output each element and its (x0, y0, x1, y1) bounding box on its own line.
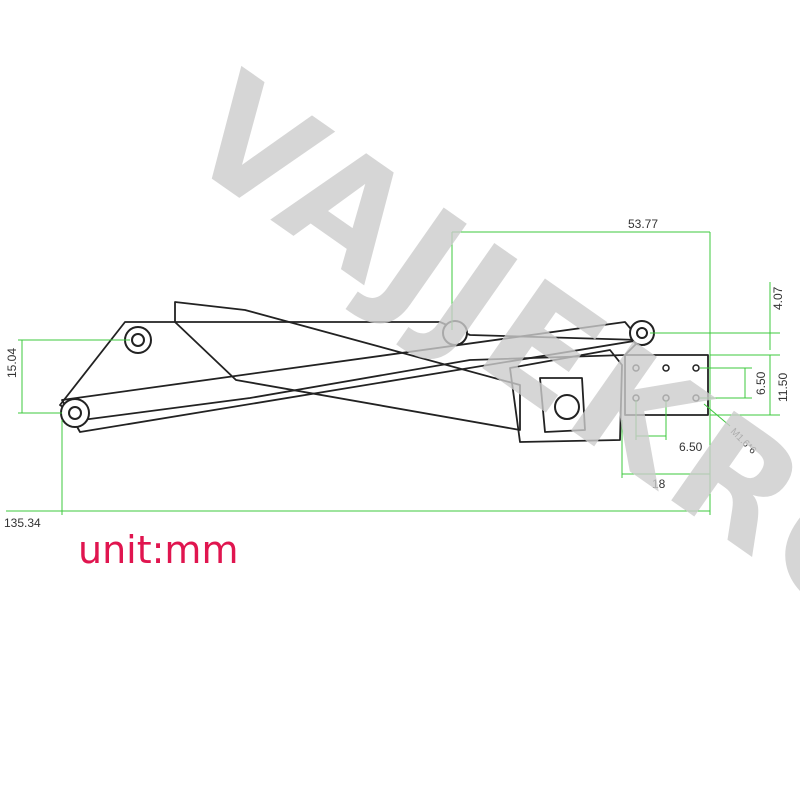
dim-right-small: 4.07 (771, 286, 785, 310)
dim-hole-vertical: 6.50 (754, 371, 768, 395)
dim-overall-length: 135.34 (4, 516, 41, 530)
bracket-holes (632, 364, 700, 402)
dim-right-height: 11.50 (776, 373, 790, 402)
unit-label: unit:mm (78, 528, 239, 572)
hydraulic-cylinder (174, 301, 521, 431)
cylinder-slot (539, 377, 586, 433)
dim-bracket-width: 18 (652, 477, 666, 491)
cylinder-pin (554, 394, 580, 420)
watermark-text: VAJJEKRC (157, 42, 800, 658)
dimension-lines (6, 231, 780, 515)
dim-top-span: 53.77 (628, 217, 658, 231)
pivot-mid (442, 320, 468, 346)
dim-hole-horizontal: 6.50 (679, 440, 703, 454)
cylinder-block (509, 349, 623, 443)
dim-left-height: 15.04 (5, 348, 19, 378)
pivots (60, 320, 655, 428)
